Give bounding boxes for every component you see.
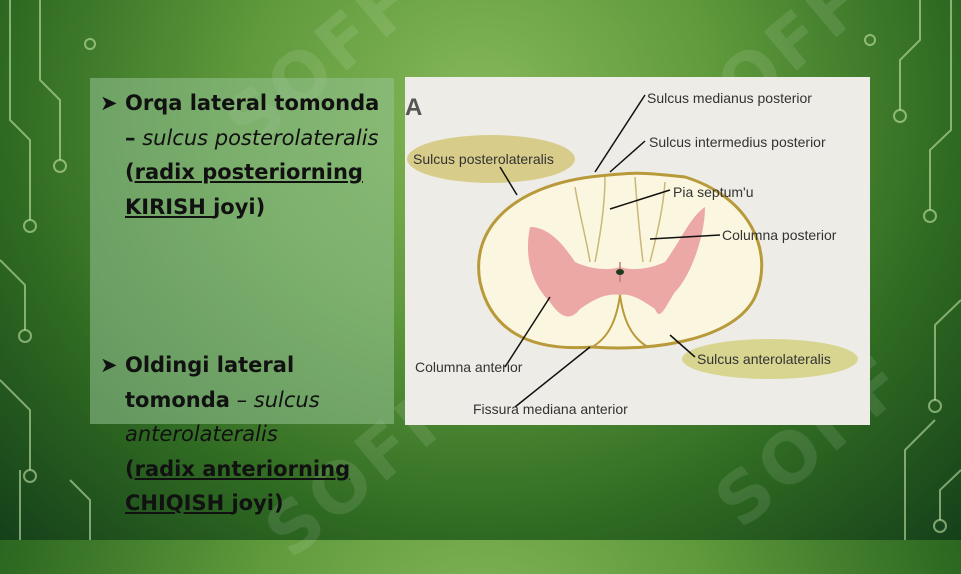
label-columna-posterior: Columna posterior — [722, 227, 837, 243]
bullet-rest: joyi) — [231, 491, 284, 515]
label-columna-anterior: Columna anterior — [415, 359, 523, 375]
label-sulcus-intermedius-posterior: Sulcus intermedius posterior — [649, 134, 826, 150]
bullet-term: sulcus anterolateralis — [125, 387, 320, 447]
bullet-underlined: radix anteriorning CHIQISH — [125, 456, 351, 516]
grey-matter — [527, 207, 705, 317]
label-sulcus-medianus-posterior: Sulcus medianus posterior — [647, 90, 812, 106]
bullet-rest: joyi) — [213, 194, 266, 219]
central-canal — [616, 269, 624, 275]
bullet-heading: Orqa lateral tomonda – — [125, 91, 380, 150]
paren-open: ( — [125, 160, 135, 184]
bullet-posterior: ➤ Orqa lateral tomonda – sulcus posterol… — [100, 86, 395, 224]
bullet-heading: Oldingi lateral tomonda — [125, 353, 295, 412]
panel-letter: A — [405, 94, 422, 121]
highlight-anterolateral — [682, 339, 858, 379]
bullet-underlined: radix posteriorning KIRISH — [125, 160, 363, 219]
bullet-anterior: ➤ Oldingi lateral tomonda – sulcus anter… — [100, 348, 395, 521]
paren-open: ( — [125, 456, 135, 481]
label-fissura-mediana-anterior: Fissura mediana anterior — [473, 401, 628, 417]
highlight-posterolateral — [407, 135, 575, 183]
label-sulcus-anterolateralis: Sulcus anterolateralis — [697, 351, 831, 367]
label-sulcus-posterolateralis: Sulcus posterolateralis — [413, 151, 554, 167]
circuit-decoration — [0, 0, 961, 540]
arrow-bullet-icon: ➤ — [100, 91, 118, 115]
spinal-cord-figure: A Sulcus medianus po — [405, 77, 870, 425]
arrow-bullet-icon: ➤ — [100, 353, 118, 377]
bullet-dash: – — [229, 387, 254, 412]
white-matter — [477, 171, 764, 350]
bullet-term: sulcus posterolateralis — [142, 125, 379, 150]
label-pia-septum: Pia septum'u — [673, 184, 754, 200]
text-panel — [90, 78, 394, 424]
